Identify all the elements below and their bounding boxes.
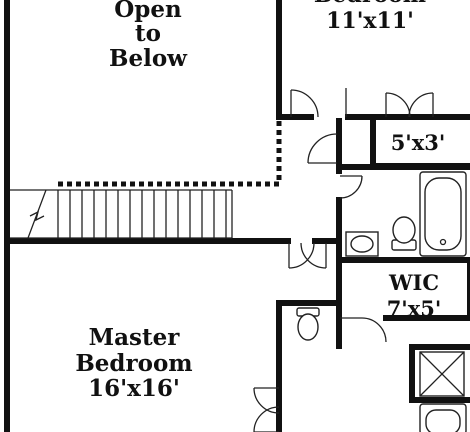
- label-bedroom-name: Bedroom: [314, 0, 426, 8]
- label-master-line1: Master: [89, 324, 181, 351]
- toilet: [391, 216, 417, 251]
- master-tub: [419, 403, 467, 432]
- label-master-line2: Bedroom: [75, 350, 192, 377]
- shower: [419, 351, 465, 397]
- doors: [253, 88, 434, 432]
- label-bedroom-dims: 11'x11': [326, 8, 414, 34]
- sink: [345, 231, 379, 257]
- label-closet-dims: 5'x3': [391, 130, 446, 155]
- label-master-line3: 16'x16': [88, 375, 180, 402]
- label-open-line1: Open: [114, 0, 182, 23]
- master-toilet: [296, 307, 320, 341]
- room-labels: Open to Below Bedroom 11'x11' 5'x3' WIC …: [75, 0, 445, 402]
- label-wic-name: WIC: [388, 270, 439, 295]
- stair-railing: [58, 121, 282, 187]
- walls: [4, 0, 470, 432]
- fixtures: [296, 171, 467, 432]
- label-wic-dims: 7'x5': [387, 296, 442, 321]
- label-open-line3: Below: [109, 45, 188, 72]
- bathtub: [419, 171, 467, 257]
- staircase: [10, 189, 233, 239]
- label-open-line2: to: [135, 20, 161, 47]
